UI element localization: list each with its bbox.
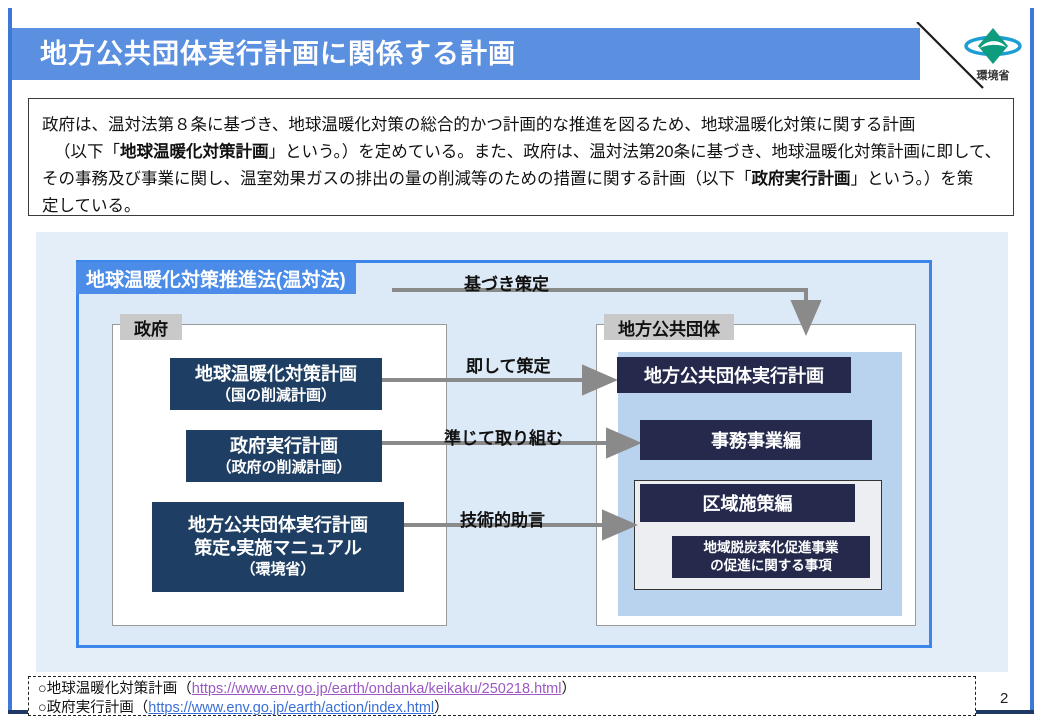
local-government-tab-label: 地方公共団体 [618, 319, 720, 339]
box-government-action-plan-title: 政府実行計画 [230, 435, 338, 456]
government-tab: 政府 [120, 314, 182, 340]
box-decarbonization-promotion-line-1: 地域脱炭素化促進事業 [703, 540, 839, 555]
footer-box [28, 676, 976, 716]
description-line-3: その事務及び事業に関し、温室効果ガスの排出の量の削減等のための措置に関する計画（… [42, 170, 974, 188]
box-decarbonization-promotion[interactable]: 地域脱炭素化促進事業 の促進に関する事項 [672, 536, 870, 578]
slide-border-right [1030, 8, 1034, 714]
title-banner [12, 28, 920, 80]
law-header-label: 地球温暖化対策推進法(温対法) [86, 269, 346, 291]
box-government-action-plan-subtitle: （政府の削減計画） [216, 458, 352, 476]
box-local-plan-manual[interactable]: 地方公共団体実行計画 策定・実施マニュアル （環境省） [152, 502, 404, 592]
title-diagonal-decoration [916, 22, 984, 89]
arrow-label-technical-advice: 技術的助言 [460, 511, 545, 530]
box-government-action-plan[interactable]: 政府実行計画 （政府の削減計画） [186, 430, 382, 482]
description-box [28, 98, 1014, 216]
box-regional-measures-section-label: 区域施策編 [702, 494, 793, 514]
description-line-1: 政府は、温対法第８条に基づき、地球温暖化対策の総合的かつ計画的な推進を図るため、… [42, 116, 916, 134]
box-local-plan-manual-title-1: 地方公共団体実行計画 [188, 515, 368, 535]
link-global-warming-plan[interactable]: https://www.env.go.jp/earth/ondanka/keik… [191, 681, 562, 697]
law-header: 地球温暖化対策推進法(温対法) [76, 262, 356, 294]
arrow-label-based-on: 基づき策定 [464, 275, 549, 294]
box-office-operations-section-label: 事務事業編 [711, 431, 801, 451]
arrow-label-in-accordance: 即して策定 [466, 357, 551, 376]
arrow-label-follow-suit: 準じて取り組む [444, 429, 563, 448]
ministry-logo-label: 環境省 [976, 70, 1010, 82]
box-regional-measures-section[interactable]: 区域施策編 [640, 484, 855, 522]
description-line-2: （以下「地球温暖化対策計画」という。）を定めている。また、政府は、温対法第20条… [54, 143, 1002, 161]
link-government-action-plan[interactable]: https://www.env.go.jp/earth/action/index… [148, 700, 435, 716]
box-global-warming-plan-subtitle: （国の削減計画） [215, 386, 336, 404]
footer-line-1: ○地球温暖化対策計画（https://www.env.go.jp/earth/o… [38, 681, 576, 697]
footer-links: ○地球温暖化対策計画（https://www.env.go.jp/earth/o… [38, 680, 576, 718]
box-decarbonization-promotion-line-2: の促進に関する事項 [710, 558, 832, 573]
box-office-operations-section[interactable]: 事務事業編 [640, 420, 872, 460]
government-tab-label: 政府 [134, 319, 168, 339]
ministry-of-environment-logo-icon [964, 28, 1022, 64]
slide-border-left [8, 8, 12, 714]
footer-line-2: ○政府実行計画（https://www.env.go.jp/earth/acti… [38, 700, 449, 716]
box-local-plan-manual-subtitle: （環境省） [240, 561, 316, 578]
ministry-logo: 環境省 [958, 26, 1028, 86]
page-number: 2 [1000, 690, 1009, 707]
box-global-warming-plan-title: 地球温暖化対策計画 [195, 363, 357, 384]
local-government-tab: 地方公共団体 [604, 314, 734, 340]
description-text: 政府は、温対法第８条に基づき、地球温暖化対策の総合的かつ計画的な推進を図るため、… [42, 112, 1004, 220]
box-local-government-action-plan-label: 地方公共団体実行計画 [644, 366, 824, 386]
box-local-government-action-plan[interactable]: 地方公共団体実行計画 [617, 357, 851, 393]
description-line-4: 定している。 [42, 197, 141, 215]
box-local-plan-manual-title-2: 策定・実施マニュアル [194, 538, 362, 558]
box-global-warming-plan[interactable]: 地球温暖化対策計画 （国の削減計画） [170, 358, 382, 410]
page-title: 地方公共団体実行計画に関係する計画 [40, 39, 516, 69]
